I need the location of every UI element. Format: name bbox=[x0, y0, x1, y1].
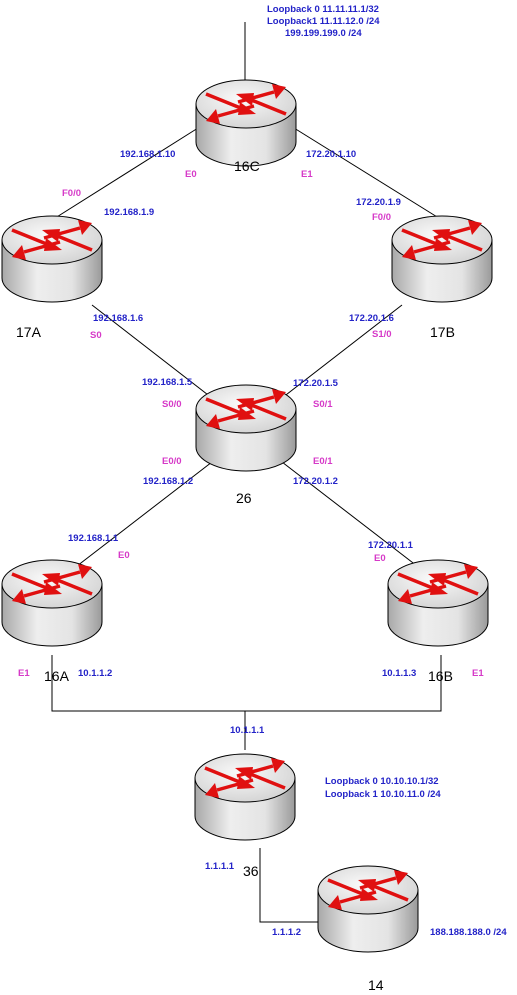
router-16a[interactable] bbox=[0, 558, 104, 648]
network-label: 188.188.188.0 /24 bbox=[430, 927, 507, 938]
interface-label: S0/0 bbox=[162, 399, 182, 410]
link-26-16b bbox=[281, 461, 431, 577]
ip-label: 172.20.1.5 bbox=[293, 378, 339, 389]
loopback-label: Loopback 0 11.11.11.1/32 bbox=[267, 4, 379, 15]
ip-label: 192.168.1.6 bbox=[93, 313, 143, 324]
interface-label: S1/0 bbox=[372, 329, 392, 340]
links bbox=[51, 22, 443, 923]
router-17b[interactable] bbox=[390, 214, 494, 304]
interface-label: E0 bbox=[118, 550, 130, 561]
interface-label: E1 bbox=[301, 169, 313, 180]
link-16c-17a bbox=[51, 127, 199, 221]
interface-label: E0/0 bbox=[162, 456, 182, 467]
router-name-16c: 16C bbox=[234, 158, 260, 174]
router-icon bbox=[386, 558, 490, 648]
router-16c[interactable] bbox=[194, 78, 298, 168]
router-icon bbox=[316, 864, 420, 954]
loopback-label: 199.199.199.0 /24 bbox=[285, 28, 362, 39]
ip-label: 192.168.1.2 bbox=[143, 476, 193, 487]
loopback-label: Loopback1 11.11.12.0 /24 bbox=[267, 16, 380, 27]
link-36-14 bbox=[259, 848, 318, 923]
interface-label: S0 bbox=[90, 330, 102, 341]
router-icon bbox=[194, 383, 298, 473]
ip-label: 10.1.1.2 bbox=[78, 668, 112, 679]
link-17a-26 bbox=[91, 304, 213, 399]
router-name-14: 14 bbox=[368, 977, 384, 993]
router-icon bbox=[193, 752, 297, 842]
router-icon bbox=[194, 78, 298, 168]
router-36[interactable] bbox=[193, 752, 297, 842]
router-name-26: 26 bbox=[236, 490, 252, 506]
router-icon bbox=[0, 558, 104, 648]
interface-label: E0 bbox=[374, 553, 386, 564]
interface-label: E0/1 bbox=[313, 456, 333, 467]
ip-label: 172.20.1.1 bbox=[368, 540, 414, 551]
ip-label: 1.1.1.2 bbox=[272, 927, 301, 938]
router-17a[interactable] bbox=[0, 214, 104, 304]
ip-label: 172.20.1.6 bbox=[349, 313, 394, 324]
router-icon bbox=[0, 214, 104, 304]
router-16b[interactable] bbox=[386, 558, 490, 648]
ip-label: 192.168.1.10 bbox=[120, 149, 175, 160]
router-name-16b: 16B bbox=[428, 668, 453, 684]
ip-label: 172.20.1.2 bbox=[293, 476, 338, 487]
ip-label: 10.1.1.3 bbox=[382, 668, 416, 679]
interface-label: E1 bbox=[18, 668, 30, 679]
ip-label: 172.20.1.10 bbox=[306, 149, 356, 160]
interface-label: F0/0 bbox=[372, 212, 391, 223]
link-17b-26 bbox=[281, 304, 403, 399]
link-ethernet-segment bbox=[51, 655, 442, 712]
ip-label: 192.168.1.9 bbox=[104, 207, 154, 218]
router-name-17b: 17B bbox=[430, 324, 455, 340]
router-icon bbox=[390, 214, 494, 304]
loopback-label: Loopback 0 10.10.10.1/32 bbox=[325, 776, 439, 787]
ip-label: 1.1.1.1 bbox=[205, 861, 235, 872]
router-26[interactable] bbox=[194, 383, 298, 473]
interface-label: S0/1 bbox=[313, 399, 333, 410]
router-name-36: 36 bbox=[243, 863, 259, 879]
ip-label: 192.168.1.1 bbox=[68, 533, 119, 544]
interface-label: F0/0 bbox=[62, 188, 81, 199]
ip-label: 192.168.1.5 bbox=[142, 377, 193, 388]
router-14[interactable] bbox=[316, 864, 420, 954]
ip-label: 10.1.1.1 bbox=[230, 725, 265, 736]
loopback-label: Loopback 1 10.10.11.0 /24 bbox=[325, 789, 441, 800]
link-16c-17b bbox=[293, 127, 443, 221]
interface-label: E1 bbox=[472, 668, 484, 679]
interface-label: E0 bbox=[185, 169, 197, 180]
link-26-16a bbox=[63, 461, 213, 577]
router-name-16a: 16A bbox=[44, 668, 70, 684]
ip-label: 172.20.1.9 bbox=[356, 197, 401, 208]
router-name-17a: 17A bbox=[16, 324, 42, 340]
